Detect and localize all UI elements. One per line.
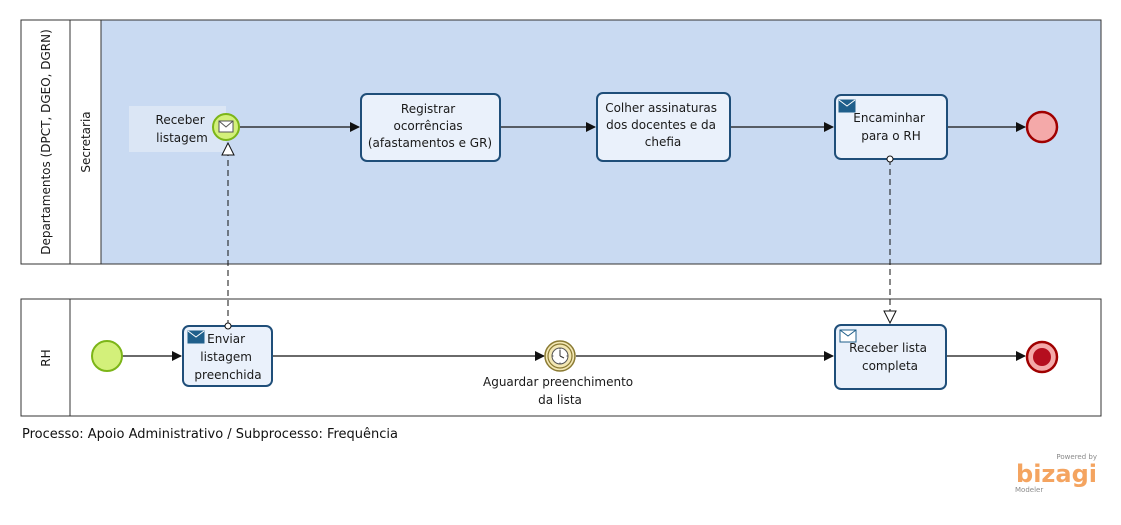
task-registrar-ocorrencias[interactable]: Registrar ocorrências (afastamentos e GR…	[360, 93, 501, 162]
end-event-top[interactable]	[1025, 110, 1059, 144]
task-colher-label: Colher assinaturas dos docentes e da che…	[605, 101, 721, 149]
task-registrar-label: Registrar ocorrências (afastamentos e GR…	[368, 102, 492, 150]
clock-icon	[551, 347, 569, 365]
svg-text:Modeler: Modeler	[1015, 486, 1043, 494]
task-enviar-listagem[interactable]: Enviar listagem preenchida	[182, 325, 273, 387]
send-envelope-icon	[838, 99, 856, 113]
bizagi-logo: bizagi	[1016, 460, 1097, 488]
receive-envelope-icon	[839, 329, 857, 343]
timer-event-aguardar[interactable]	[544, 340, 576, 372]
timer-event-label: Aguardar preenchimento da lista	[483, 375, 637, 407]
start-event-rh[interactable]	[91, 340, 123, 372]
start-event-label-bg	[129, 106, 226, 152]
task-receber-lista-label: Receber lista completa	[849, 341, 931, 373]
task-colher-assinaturas[interactable]: Colher assinaturas dos docentes e da che…	[596, 92, 731, 162]
send-envelope-icon	[187, 330, 205, 344]
start-event-label: Receber listagem	[156, 113, 209, 145]
pool-name-rh: RH	[39, 349, 53, 366]
task-encaminhar-para-rh[interactable]: Encaminhar para o RH	[834, 94, 948, 160]
task-encaminhar-label: Encaminhar para o RH	[853, 111, 929, 143]
svg-text:Powered by: Powered by	[1056, 453, 1097, 461]
end-event-bottom[interactable]	[1025, 340, 1059, 374]
start-message-event-receber-listagem[interactable]	[212, 113, 240, 141]
task-enviar-label: Enviar listagem preenchida	[194, 332, 261, 382]
lane-name-secretaria: Secretaria	[79, 111, 93, 172]
task-receber-lista-completa[interactable]: Receber lista completa	[834, 324, 947, 390]
envelope-icon	[218, 120, 234, 133]
bizagi-watermark: Powered by bizagi Modeler	[1015, 453, 1097, 494]
pool-name-departamentos: Departamentos (DPCT, DGEO, DGRN)	[39, 29, 53, 255]
process-caption: Processo: Apoio Administrativo / Subproc…	[22, 427, 399, 442]
